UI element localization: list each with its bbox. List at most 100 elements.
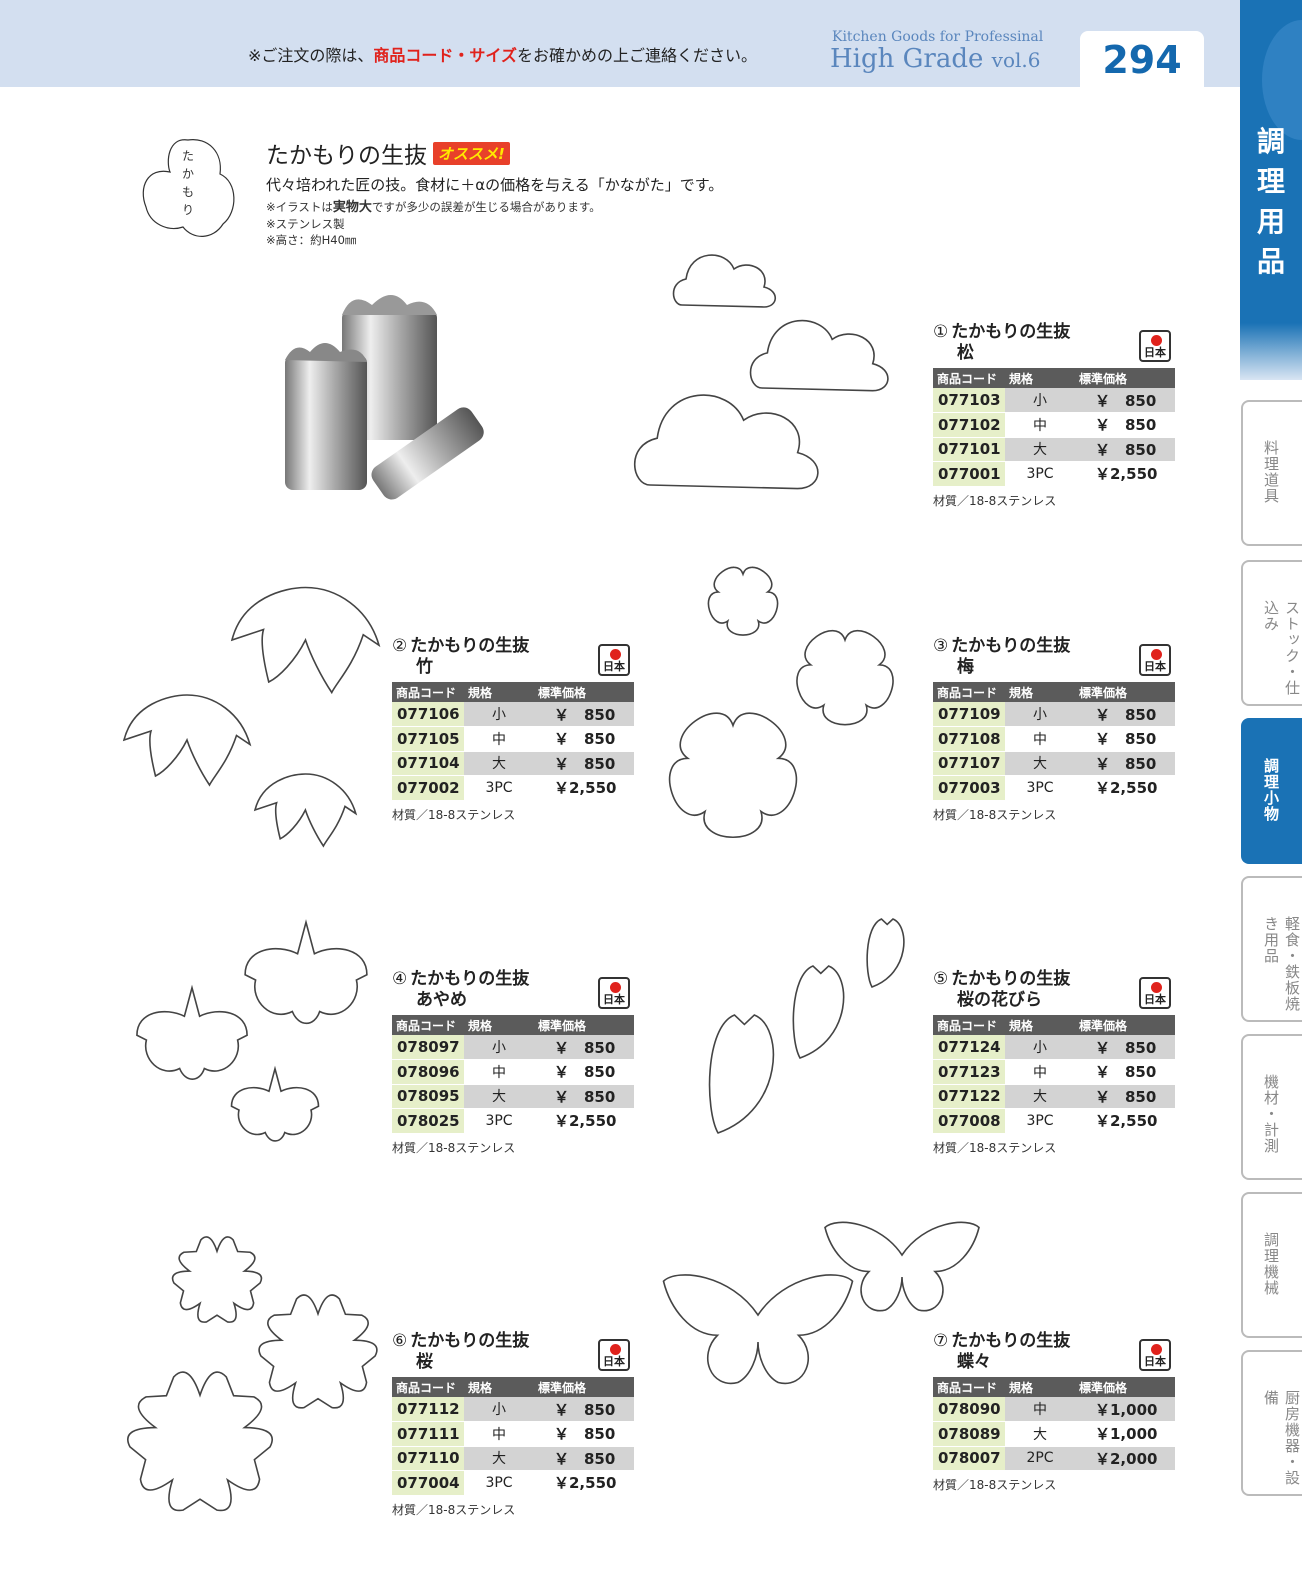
- pine-small-outline: [672, 254, 777, 308]
- product-photo: [280, 290, 510, 524]
- side-tab[interactable]: 厨房機器・設備: [1241, 1350, 1302, 1496]
- product-price: ￥2,550: [1075, 461, 1175, 487]
- page-header: ※ご注文の際は、商品コード・サイズをお確かめの上ご連絡ください。 Kitchen…: [0, 0, 1240, 87]
- side-tab[interactable]: 機材・計測: [1241, 1034, 1302, 1180]
- butterfly-medium-outline: [824, 1221, 980, 1312]
- product-code: 077108: [933, 726, 1005, 752]
- japan-flag-icon: [1151, 649, 1162, 660]
- svg-text:か: か: [182, 167, 194, 181]
- product-size: 中: [1005, 1059, 1075, 1085]
- product-price: ￥ 850: [1075, 1084, 1175, 1109]
- product-size: 3PC: [1005, 1108, 1075, 1134]
- product-code: 078007: [933, 1446, 1005, 1471]
- side-tab-label: 料理道具: [1262, 440, 1280, 504]
- material-note: 材質／18-8ステンレス: [933, 1478, 1057, 1492]
- product-size: 小: [1005, 388, 1075, 413]
- product-code: 077109: [933, 702, 1005, 727]
- plum-large-outline: [668, 712, 798, 838]
- product-size: 大: [464, 1084, 534, 1109]
- side-tab[interactable]: ストック・仕込み: [1241, 560, 1302, 706]
- japan-flag-icon: [610, 982, 621, 993]
- product-price: ￥ 850: [534, 702, 634, 727]
- product-size: 中: [464, 1421, 534, 1447]
- made-in-japan-badge: 日本: [598, 977, 630, 1009]
- svg-text:り: り: [182, 203, 194, 217]
- intro-notes: ※イラストは実物大ですが多少の誤差が生じる場合があります。 ※ステンレス製 ※高…: [266, 200, 601, 247]
- side-tab[interactable]: 軽食・鉄板焼き用品: [1241, 876, 1302, 1022]
- side-tab[interactable]: 調理機械: [1241, 1192, 1302, 1338]
- product-size: 大: [464, 1446, 534, 1471]
- material-note: 材質／18-8ステンレス: [392, 1502, 516, 1517]
- product-size: 2PC: [1005, 1446, 1075, 1471]
- product-code: 077124: [933, 1035, 1005, 1060]
- pine-large-outline: [633, 394, 819, 490]
- product-price: ￥1,000: [1075, 1421, 1175, 1447]
- product-code: 077101: [933, 437, 1005, 462]
- product-size: 小: [1005, 702, 1075, 727]
- product-price: ￥ 850: [1075, 412, 1175, 438]
- bamboo-medium-outline: [122, 694, 252, 787]
- product-price: ￥2,550: [1075, 775, 1175, 801]
- product-size: 中: [1005, 412, 1075, 438]
- product-price: ￥ 850: [1075, 702, 1175, 727]
- product-size: 小: [464, 1035, 534, 1060]
- product-price: ￥2,550: [1075, 1108, 1175, 1134]
- petal-small-outline: [866, 918, 905, 988]
- sakura-small-outline: [171, 1236, 263, 1323]
- sakura-medium-outline: [258, 1294, 378, 1409]
- made-in-japan-badge: 日本: [1139, 330, 1171, 362]
- material-note: 材質／18-8ステンレス: [933, 1140, 1057, 1155]
- side-tab-label: 軽食・鉄板焼き用品: [1262, 916, 1301, 1012]
- plum-small-outline: [707, 566, 779, 636]
- japan-flag-icon: [1151, 982, 1162, 993]
- page-number: 294: [1080, 31, 1204, 87]
- product-code: 077123: [933, 1059, 1005, 1085]
- side-tab-label: 調理機械: [1262, 1232, 1280, 1296]
- product-price: ￥ 850: [534, 1446, 634, 1471]
- svg-text:た: た: [182, 149, 194, 163]
- product-code: 077106: [392, 702, 464, 727]
- side-tab[interactable]: 調理小物: [1241, 718, 1302, 864]
- iris-medium-outline: [136, 984, 248, 1080]
- product-price: ￥ 850: [534, 1397, 634, 1422]
- material-note: 材質／18-8ステンレス: [933, 493, 1057, 508]
- bamboo-large-outline: [230, 586, 381, 695]
- product-code: 077110: [392, 1446, 464, 1471]
- side-tab[interactable]: 料理道具: [1241, 400, 1302, 546]
- product-code: 077107: [933, 751, 1005, 776]
- japan-flag-icon: [1151, 1344, 1162, 1355]
- intro-subtitle: 代々培われた匠の技。食材に＋αの価格を与える「かながた」です。: [266, 176, 724, 194]
- product-price: ￥2,550: [534, 1470, 634, 1496]
- product-code: 077105: [392, 726, 464, 752]
- product-size: 小: [1005, 1035, 1075, 1060]
- product-size: 小: [464, 1397, 534, 1422]
- product-size: 大: [1005, 751, 1075, 776]
- product-code: 078025: [392, 1108, 464, 1134]
- product-size: 大: [1005, 437, 1075, 462]
